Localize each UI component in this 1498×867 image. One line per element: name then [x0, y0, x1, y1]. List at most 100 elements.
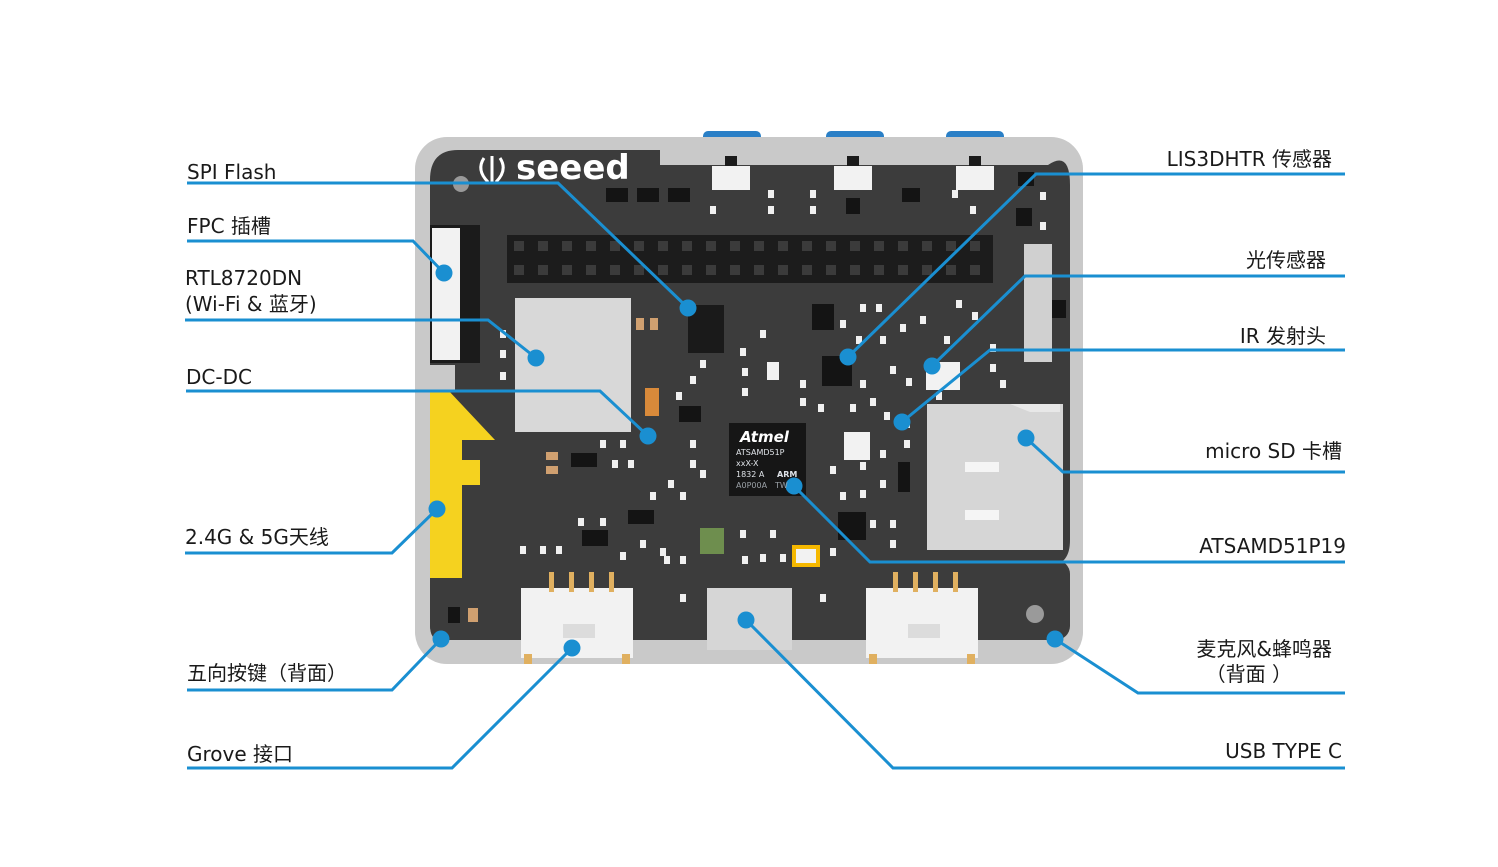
smd-part — [500, 372, 506, 380]
header-pin — [658, 265, 668, 275]
callout-five-way-dot — [432, 630, 450, 648]
smd-part — [856, 336, 862, 344]
smd-part — [742, 388, 748, 396]
header-pin — [874, 241, 884, 251]
callout-light-dot — [923, 357, 941, 375]
callout-rtl8720dn-dot — [527, 349, 545, 367]
header-pin — [802, 241, 812, 251]
smd-part — [768, 206, 774, 214]
grove-connector-right — [866, 572, 978, 664]
smd-part — [870, 398, 876, 406]
label-fpc-slot: FPC 插槽 — [187, 214, 271, 238]
smd-part — [890, 540, 896, 548]
smd-part — [800, 380, 806, 388]
header-pin — [730, 241, 740, 251]
smd-part — [810, 206, 816, 214]
header-pin — [754, 241, 764, 251]
header-pin — [898, 265, 908, 275]
smd-part — [944, 336, 950, 344]
callout-dc-dc — [186, 389, 650, 438]
smd-part — [890, 366, 896, 374]
smd-part — [870, 520, 876, 528]
header-pin — [706, 265, 716, 275]
callout-atsamd51 — [792, 484, 1345, 564]
header-pin — [706, 241, 716, 251]
light-sensor-window — [1024, 244, 1052, 362]
smd-part — [820, 594, 826, 602]
label-mic-buzzer: 麦克风&蜂鸣器 — [1196, 637, 1332, 661]
smd-part — [760, 554, 766, 562]
smd-part — [970, 206, 976, 214]
label-grove: Grove 接口 — [187, 742, 294, 766]
smd-part — [600, 518, 606, 526]
header-pin — [586, 265, 596, 275]
header-pin — [514, 265, 524, 275]
header-pin — [562, 241, 572, 251]
callout-spi-flash-dot — [679, 299, 697, 317]
seeed-logo-icon — [479, 156, 505, 184]
smd-part — [906, 378, 912, 386]
smd-part — [780, 554, 786, 562]
callout-atsamd51-dot — [785, 477, 803, 495]
callout-micro-sd — [1024, 436, 1345, 474]
callout-antenna — [185, 507, 439, 555]
smd-part — [768, 190, 774, 198]
smd-part — [990, 344, 996, 352]
callout-fpc-slot-dot — [435, 264, 453, 282]
smd-part — [628, 460, 634, 468]
mcu-part: ATSAMD51P — [736, 448, 785, 457]
header-pin — [634, 265, 644, 275]
smd-part — [680, 594, 686, 602]
header-pin — [898, 241, 908, 251]
micro-sd-slot — [927, 404, 1063, 550]
smd-part — [620, 440, 626, 448]
smd-part — [904, 440, 910, 448]
header-pin — [826, 241, 836, 251]
header-pin — [850, 241, 860, 251]
smd-part — [920, 316, 926, 324]
header-pin — [586, 241, 596, 251]
label-mic-buzzer-sub: （背面 ） — [1205, 662, 1292, 686]
callout-mic-buzzer — [1054, 637, 1345, 695]
header-pin — [538, 241, 548, 251]
label-rtl8720dn: RTL8720DN — [185, 266, 303, 290]
smd-part — [890, 520, 896, 528]
header-pin — [514, 241, 524, 251]
mcu-line4: A0P00A — [736, 481, 768, 490]
callout-ir — [901, 348, 1345, 424]
grove-connector-left — [521, 572, 633, 664]
label-ir-emitter: IR 发射头 — [1239, 324, 1326, 348]
header-pin — [826, 265, 836, 275]
label-lis3dhtr: LIS3DHTR 传感器 — [1166, 147, 1332, 171]
smd-part — [690, 376, 696, 384]
callout-spi-flash — [187, 181, 690, 310]
callout-lis3dhtr-dot — [839, 348, 857, 366]
smd-part — [700, 360, 706, 368]
label-light-sensor: 光传感器 — [1246, 248, 1326, 272]
smd-part — [880, 450, 886, 458]
smd-part — [640, 540, 646, 548]
mcu-line3: 1832 A — [736, 470, 765, 479]
smd-part — [840, 492, 846, 500]
smd-part — [1040, 192, 1046, 200]
smd-part — [740, 348, 746, 356]
mount-hole-bottom-right — [1026, 605, 1044, 623]
label-rtl8720dn-sub: (Wi-Fi & 蓝牙) — [185, 292, 317, 316]
header-pin — [634, 241, 644, 251]
callout-ir-dot — [893, 413, 911, 431]
header-pin — [730, 265, 740, 275]
header-pin — [754, 265, 764, 275]
brand-name: seeed — [516, 148, 630, 188]
header-pin — [946, 265, 956, 275]
smd-part — [990, 364, 996, 372]
header-pin — [610, 265, 620, 275]
smd-part — [880, 480, 886, 488]
callout-usb-c-dot — [737, 611, 755, 629]
smd-part — [860, 380, 866, 388]
header-pin — [946, 241, 956, 251]
smd-part — [742, 556, 748, 564]
smd-part — [680, 492, 686, 500]
smd-part — [690, 460, 696, 468]
label-five-way-switch: 五向按键（背面） — [187, 661, 347, 685]
